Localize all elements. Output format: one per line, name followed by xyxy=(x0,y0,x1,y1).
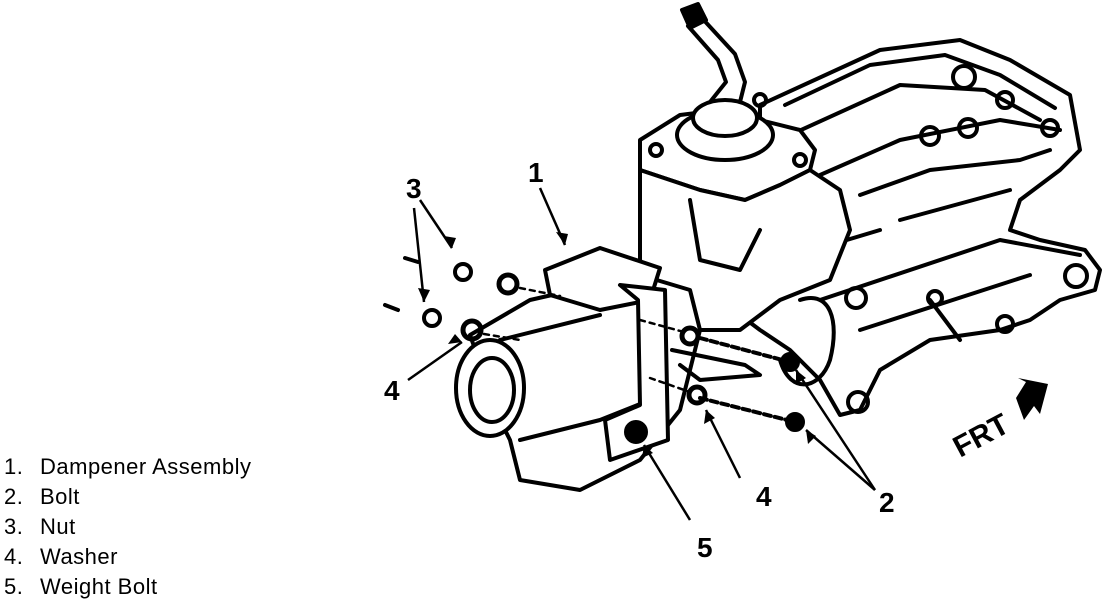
front-arrow-icon xyxy=(1016,378,1048,420)
legend-label: Weight Bolt xyxy=(40,574,158,599)
arrowheads xyxy=(418,232,816,458)
legend-label: Bolt xyxy=(40,484,80,509)
legend-number: 3. xyxy=(4,514,24,539)
callout-5: 5 xyxy=(697,532,713,563)
callout-1: 1 xyxy=(528,157,544,188)
bolts xyxy=(670,336,805,432)
front-direction-indicator: FRT xyxy=(948,378,1048,464)
nuts-and-washers xyxy=(383,256,708,406)
legend-item: 4. Washer xyxy=(4,542,324,572)
legend-number: 4. xyxy=(4,544,24,569)
leader-lines xyxy=(407,187,877,521)
legend-number: 2. xyxy=(4,484,24,509)
callout-3: 3 xyxy=(406,173,422,204)
legend-label: Dampener Assembly xyxy=(40,454,252,479)
dampener-bracket xyxy=(543,246,670,462)
callout-2: 2 xyxy=(879,487,895,518)
legend-item: 2. Bolt xyxy=(4,482,324,512)
legend-item: 1. Dampener Assembly xyxy=(4,452,324,482)
legend-label: Washer xyxy=(40,544,118,569)
callout-4-right: 4 xyxy=(756,481,772,512)
legend-label: Nut xyxy=(40,514,76,539)
callout-4-left: 4 xyxy=(384,375,400,406)
legend-item: 5. Weight Bolt xyxy=(4,572,324,602)
parts-legend: 1. Dampener Assembly 2. Bolt 3. Nut 4. W… xyxy=(4,452,324,602)
legend-item: 3. Nut xyxy=(4,512,324,542)
legend-number: 1. xyxy=(4,454,24,479)
legend-number: 5. xyxy=(4,574,24,599)
front-direction-label: FRT xyxy=(948,408,1015,465)
